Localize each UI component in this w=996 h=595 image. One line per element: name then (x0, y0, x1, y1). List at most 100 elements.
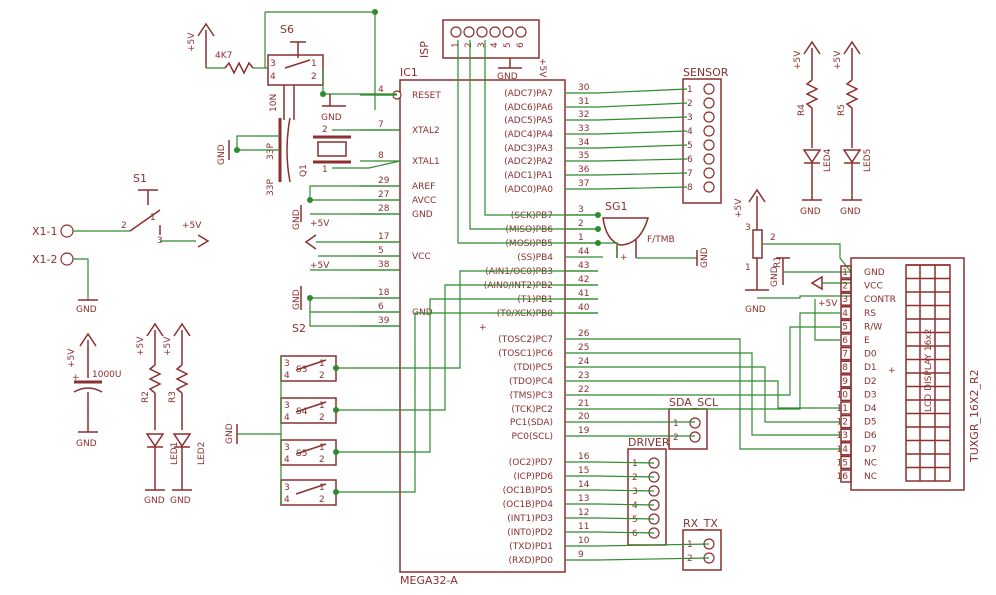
net-wire (597, 186, 688, 190)
x1-pin1: X1-1 (32, 225, 58, 238)
ic1-pin-num: 32 (578, 110, 589, 120)
r3-label: R3 (168, 391, 178, 403)
lcd-pin-num: 4 (842, 309, 848, 319)
svg-text:GND: GND (170, 496, 191, 506)
ic1-pin-name: PC1(SDA) (510, 418, 553, 428)
bulk-capacitor: +5V + 1000U GND (67, 332, 122, 449)
lcd-pin-num: 6 (842, 336, 848, 346)
isp-pin-num: 1 (451, 42, 461, 48)
lcd-pin-num: 14 (837, 445, 849, 455)
svg-text:GND: GND (700, 247, 710, 268)
lcd-pin-name: E (864, 336, 870, 346)
crystal-cap2: 33P (266, 179, 276, 196)
ic1-pin-num: 7 (378, 120, 384, 130)
ic1-power-wiring: GND +5V +5V GND (292, 185, 400, 327)
lcd-pin-name: D3 (864, 390, 877, 400)
svg-text:1: 1 (150, 213, 156, 223)
lcd-pin-name: RS (864, 309, 876, 319)
ic1-pin-name: (TOSC1)PC6 (498, 349, 553, 359)
ic1-pin-num: 5 (378, 246, 384, 256)
isp-pin-num: 2 (464, 42, 474, 48)
svg-text:+5V: +5V (136, 336, 146, 356)
ic1-pin-num: 14 (578, 480, 590, 490)
switch-lever (295, 359, 327, 371)
rx-tx-header: RX_TX 12 (682, 517, 722, 571)
ic1-pin-num: 28 (378, 204, 390, 214)
ic1-pin-num: 39 (378, 316, 390, 326)
header-pin-num: 8 (687, 183, 693, 193)
ic1-pin-num: 40 (578, 303, 590, 313)
isp-vcc: +5V (537, 58, 547, 78)
lcd-pin-name: GND (864, 268, 885, 278)
net-wire (597, 88, 688, 94)
ic1-pin-name: (ADC2)PA2 (504, 157, 553, 167)
ic1-pin-num: 36 (578, 165, 590, 175)
lcd-pin-num: 13 (837, 431, 848, 441)
ic1-pin-num: 8 (378, 151, 384, 161)
ic1-pin-name: (INT0)PD2 (507, 528, 553, 538)
switch-pin: 2 (319, 371, 325, 381)
ic1-pin-num: 44 (578, 247, 590, 257)
led5-label: LED5 (863, 149, 873, 172)
header-pin-num: 7 (687, 169, 693, 179)
buzzer-ref: SG1 (605, 200, 628, 213)
ic1-pin-name: (MISO)PB6 (505, 225, 553, 235)
ic1-pin-num: 29 (378, 176, 390, 186)
lcd-pin-name: D6 (864, 431, 877, 441)
sda-scl-ref: SDA_SCL (669, 396, 719, 409)
ic1-pin-name: VCC (412, 252, 431, 262)
switch-pin: 1 (319, 359, 325, 369)
ic1-pin-num: 21 (578, 399, 589, 409)
svg-text:2: 2 (311, 72, 317, 82)
lcd-pin-num: 10 (837, 390, 849, 400)
ic1-pin-name: (AIN1/OC0)PB3 (485, 267, 553, 277)
net-wire (597, 172, 688, 176)
switch-pin: 1 (319, 401, 325, 411)
switch-pin: 1 (319, 483, 325, 493)
ic1-pin-num: 15 (578, 466, 589, 476)
switch-pin: 3 (284, 401, 290, 411)
svg-text:+5V: +5V (310, 219, 330, 229)
lcd-pin-box (840, 292, 852, 306)
r2-label: R2 (141, 391, 151, 403)
ic1-pin-name: GND (412, 210, 433, 220)
lcd-pin-box (840, 278, 852, 293)
net-wire (598, 312, 841, 410)
switch-pin: 4 (284, 455, 290, 465)
svg-text:+5V: +5V (310, 261, 330, 271)
ic1-pin-num: 17 (378, 232, 389, 242)
svg-text:3: 3 (157, 236, 163, 246)
net-wire (597, 475, 655, 478)
header-pin (703, 97, 715, 109)
isp-pin-num: 5 (503, 42, 513, 48)
ic1-pin-num: 41 (578, 289, 589, 299)
ic1-pin-num: 37 (578, 179, 589, 189)
ic1-pin-num: 22 (578, 385, 589, 395)
header-pin (703, 83, 715, 95)
svg-text:+5V: +5V (833, 50, 843, 70)
reset-switch-ref: S6 (280, 23, 294, 36)
ic1-pin-num: 43 (578, 261, 589, 271)
lcd-pin-num: 12 (837, 418, 848, 428)
ic1-pin-name: (SCK)PB7 (511, 211, 553, 221)
net-wire (469, 40, 598, 230)
crystal-gnd: GND (217, 144, 227, 165)
header-pin-num: 3 (687, 113, 693, 123)
pot-pin-3: 3 (745, 223, 751, 233)
net-wire (597, 489, 655, 492)
header-pin-num: 5 (687, 141, 693, 151)
lcd-pin-name: R/W (864, 322, 882, 332)
ic1-pin-name: (SS)PB4 (517, 253, 553, 263)
net-wire (598, 338, 841, 450)
net-wire (597, 144, 688, 149)
ic1-pin-name: (ADC4)PA4 (504, 130, 553, 140)
switch-pin: 2 (319, 495, 325, 505)
switch-lever (295, 443, 327, 455)
lcd-inner-label: LCD DISPLAY 16x2 (924, 329, 934, 412)
switch-pin: 2 (319, 455, 325, 465)
